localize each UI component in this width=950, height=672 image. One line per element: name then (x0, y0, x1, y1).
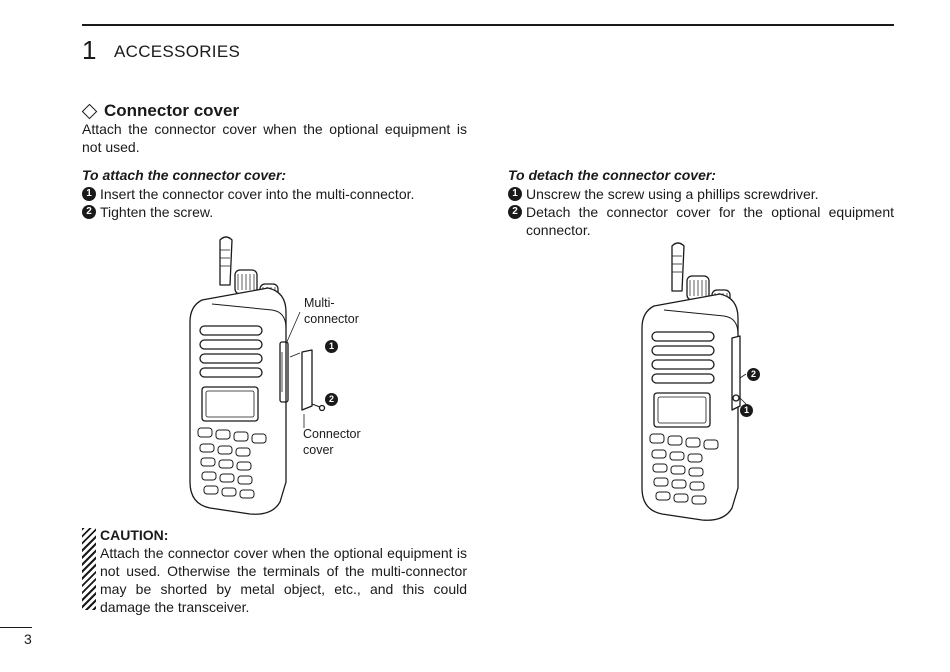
figure-step-marker: 2 (747, 368, 760, 381)
multi-connector-label-line1: Multi- (304, 296, 335, 310)
step-text: Insert the connector cover into the mult… (100, 186, 415, 202)
section-title: Connector cover (104, 101, 240, 120)
step-text: Unscrew the screw using a phillips screw… (526, 186, 819, 202)
attach-step: 2 Tighten the screw. (82, 203, 472, 221)
step-text: Tighten the screw. (100, 204, 214, 220)
caution-text: Attach the connector cover when the opti… (100, 545, 467, 615)
detach-instructions: To detach the connector cover: 1 Unscrew… (508, 167, 894, 239)
chapter-title: ACCESSORIES (114, 42, 241, 61)
step-text: Detach the connector cover for the optio… (526, 204, 894, 238)
figure-step-marker: 2 (325, 393, 338, 406)
connector-cover-label-line1: Connector (303, 427, 361, 441)
step-number-badge: 1 (508, 187, 522, 201)
detach-step: 1 Unscrew the screw using a phillips scr… (508, 185, 894, 203)
attach-instructions: To attach the connector cover: 1 Insert … (82, 167, 472, 221)
page-number-rule (0, 627, 32, 628)
diamond-bullet-icon (81, 103, 98, 119)
radio-detach-illustration (641, 242, 747, 521)
caution-title: CAUTION: (100, 527, 169, 543)
connector-cover-label-line2: cover (303, 443, 334, 457)
detach-heading: To detach the connector cover: (508, 167, 716, 183)
multi-connector-label-line2: connector (304, 312, 359, 326)
step-number-badge: 2 (508, 205, 522, 219)
figure-step-marker: 1 (325, 340, 338, 353)
section-heading: Connector cover (81, 101, 240, 121)
page-number: 3 (24, 631, 32, 647)
section-intro: Attach the connector cover when the opti… (82, 121, 467, 155)
radio-attach-illustration (189, 236, 326, 515)
step-number-badge: 1 (82, 187, 96, 201)
detach-step: 2 Detach the connector cover for the opt… (508, 203, 894, 239)
chapter-number: 1 (82, 35, 97, 65)
step-number-badge: 2 (82, 205, 96, 219)
top-rule (82, 24, 894, 26)
caution-hatch-bar (82, 528, 96, 610)
figure-step-marker: 1 (740, 404, 753, 417)
attach-heading: To attach the connector cover: (82, 167, 287, 183)
attach-step: 1 Insert the connector cover into the mu… (82, 185, 472, 203)
